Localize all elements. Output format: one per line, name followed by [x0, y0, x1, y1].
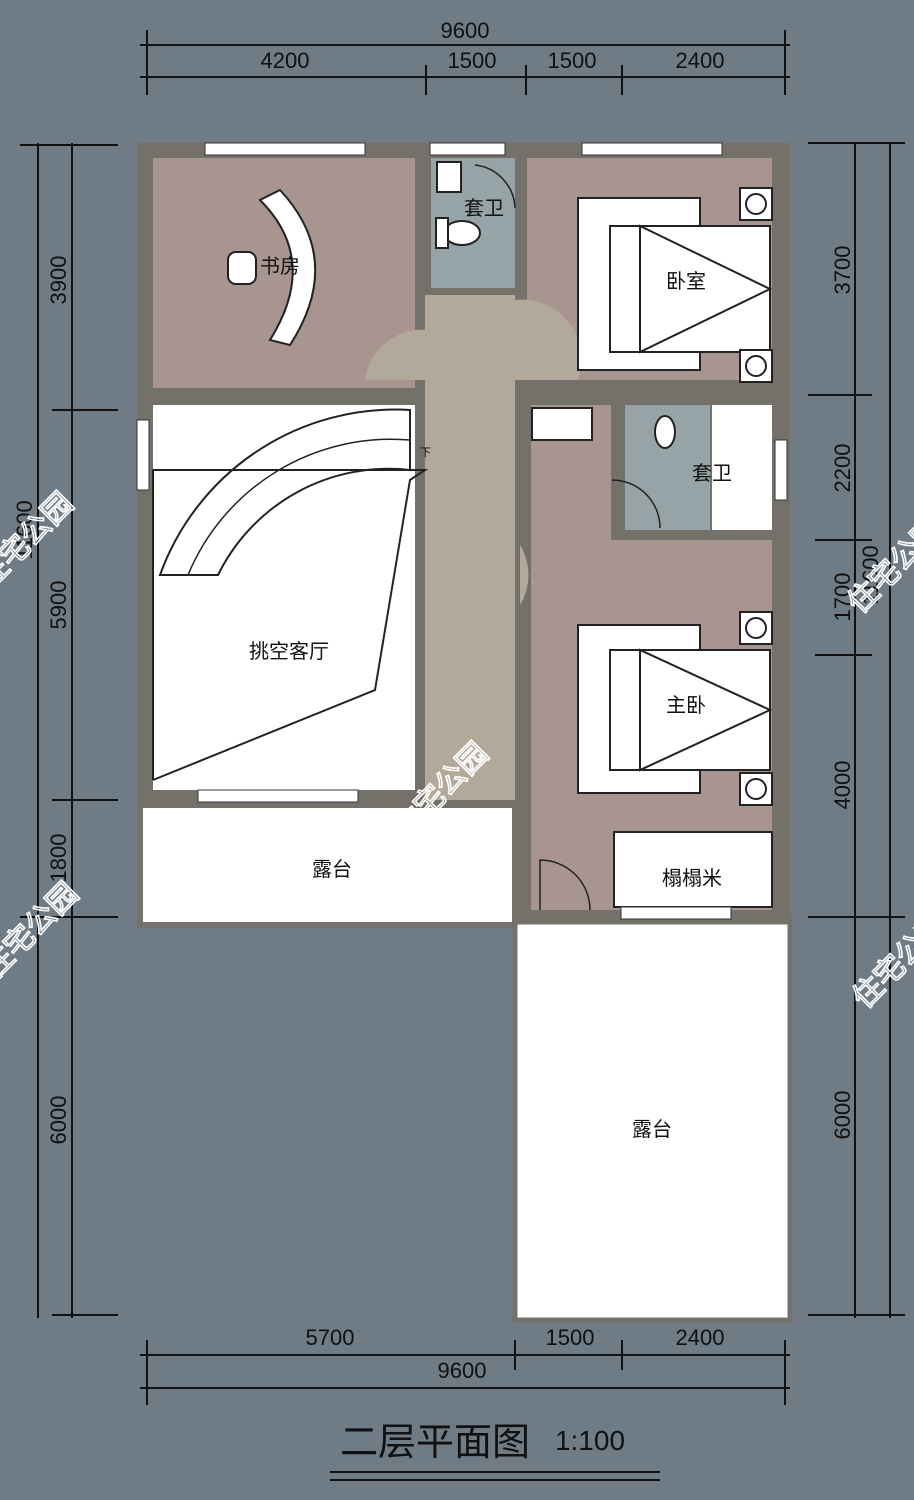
dim-top: 1500	[548, 48, 597, 73]
label-terrace-right: 露台	[632, 1117, 672, 1141]
label-living: 挑空客厅	[249, 639, 329, 663]
dim-left: 3900	[46, 256, 71, 305]
label-bath-top: 套卫	[464, 196, 504, 220]
desk	[258, 188, 317, 347]
label-master: 主卧	[666, 693, 706, 717]
toilet	[443, 220, 481, 246]
label-study: 书房	[260, 254, 300, 278]
dim-right: 3700	[830, 246, 855, 295]
chair	[227, 251, 257, 285]
dim-right: 6000	[830, 1091, 855, 1140]
dim-left: 1800	[46, 834, 71, 883]
label-stair-down: 下	[420, 446, 431, 459]
label-terrace-left: 露台	[312, 857, 352, 881]
bed-master	[577, 624, 773, 794]
terrace-right	[512, 919, 793, 1323]
dim-top: 4200	[261, 48, 310, 73]
right-dimensions: 3700 2200 1700 4000 6000 11600	[808, 142, 905, 1318]
dim-top: 1500	[448, 48, 497, 73]
dim-bottom: 1500	[546, 1325, 595, 1350]
label-tatami: 榻榻米	[662, 866, 722, 890]
label-bath-mid: 套卫	[692, 461, 732, 485]
dim-bottom: 2400	[676, 1325, 725, 1350]
bed-bedroom	[577, 197, 773, 371]
dim-top-total: 9600	[441, 18, 490, 43]
terrace-left	[137, 802, 518, 928]
building	[136, 142, 793, 1323]
dim-right: 2200	[830, 444, 855, 493]
dim-top: 2400	[676, 48, 725, 73]
sink	[436, 161, 462, 193]
plan-title: 二层平面图	[340, 1420, 530, 1464]
dim-left: 6000	[46, 1096, 71, 1145]
left-dimensions: 3900 5900 1800 6000 11600	[12, 143, 118, 1318]
dim-right-total: 11600	[858, 545, 883, 605]
nightstand-lamps	[739, 187, 773, 806]
top-dimensions: 9600 4200 1500 1500 2400	[140, 18, 790, 95]
plan-scale: 1:100	[555, 1425, 625, 1456]
label-bedroom: 卧室	[666, 269, 706, 293]
bottom-dimensions: 5700 1500 2400 9600	[140, 1325, 790, 1405]
staircase	[158, 408, 411, 576]
dim-left: 5900	[46, 581, 71, 630]
dim-right: 4000	[830, 761, 855, 810]
toilet	[654, 415, 676, 449]
dim-bottom-total: 9600	[438, 1358, 487, 1383]
dim-right: 1700	[830, 573, 855, 622]
dim-bottom: 5700	[306, 1325, 355, 1350]
dim-left-total: 11600	[12, 500, 37, 560]
